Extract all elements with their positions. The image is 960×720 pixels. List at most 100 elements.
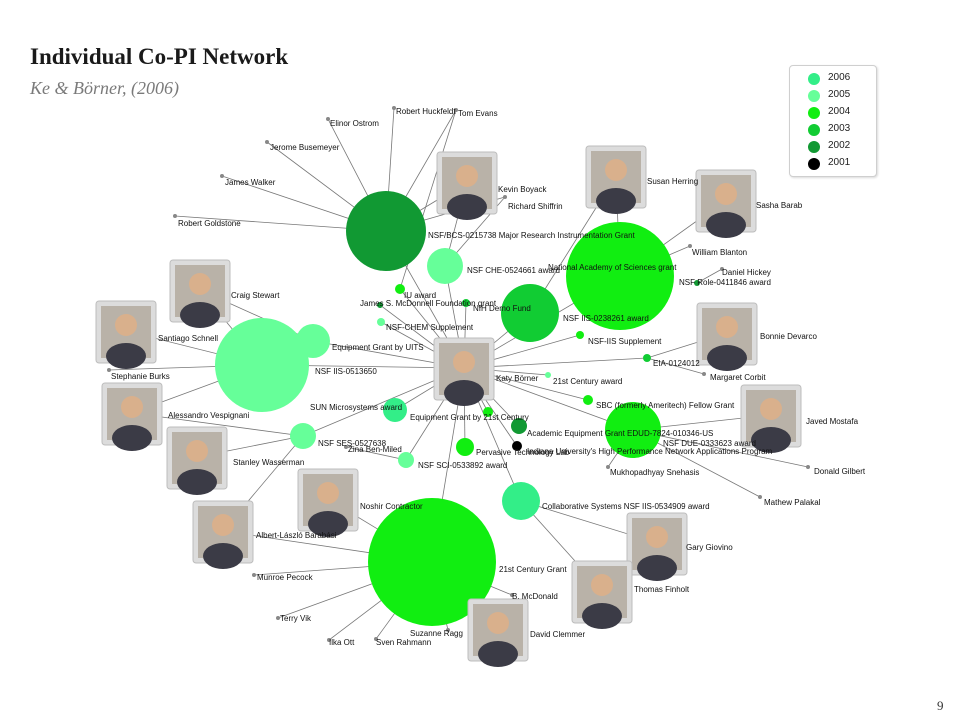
network-edge (632, 429, 809, 468)
person-photo-craig-stewart[interactable] (169, 259, 231, 328)
person-node-terry-vik[interactable] (276, 616, 280, 620)
grant-node-nsf-sci-0533892-award[interactable] (398, 452, 414, 468)
person-photo-albert-l-szl-barab-si[interactable] (192, 500, 254, 569)
grant-node-indiana-university-s-high-performance-network-applications-program[interactable] (512, 441, 522, 451)
grant-node-nsf-iis-0238261-award[interactable] (501, 284, 559, 342)
person-label: Margaret Corbit (710, 373, 766, 382)
legend-label: 2002 (828, 140, 851, 151)
grant-node-nsf-bcs-0215738-major-research-instrumentation-grant[interactable] (346, 191, 426, 271)
person-photo-thomas-finholt[interactable] (571, 560, 633, 629)
grant-label: Equipment Grant by UITS (332, 343, 424, 352)
grant-label: NIH Demo Fund (473, 304, 531, 313)
person-photo-stanley-wasserman[interactable] (166, 426, 228, 495)
person-node-donald-gilbert[interactable] (806, 465, 810, 469)
person-node-zina-ben-miled[interactable] (344, 445, 348, 449)
person-label: Terry Vik (280, 614, 312, 623)
grant-node-nsf-due-0333623-award[interactable] (605, 402, 661, 458)
legend-dot-icon (808, 158, 820, 170)
grant-label: NSF IIS-0513650 (315, 367, 377, 376)
person-node-b-mcdonald[interactable] (510, 593, 514, 597)
person-label: Kevin Boyack (498, 185, 547, 194)
grant-node-pervasive-technology-lab[interactable] (456, 438, 474, 456)
grant-label: Indiana University's High Performance Ne… (527, 447, 773, 456)
person-photo-david-clemmer[interactable] (467, 598, 529, 667)
person-photo-javed-mostafa[interactable] (740, 384, 802, 453)
person-label: Santiago Schnell (158, 334, 218, 343)
person-node-robert-goldstone[interactable] (173, 214, 177, 218)
grant-node-iu-award[interactable] (395, 284, 405, 294)
grant-label: NSF SCI-0533892 award (418, 461, 507, 470)
grant-node-eia-0124012[interactable] (643, 354, 651, 362)
legend-dot-icon (808, 73, 820, 85)
person-photo-alessandro-vespignani[interactable] (101, 382, 163, 451)
person-photo-katy-b-rner[interactable] (433, 337, 495, 406)
person-node-jerome-busemeyer[interactable] (265, 140, 269, 144)
grant-node-collaborative-systems-nsf-iis-0534909-award[interactable] (502, 482, 540, 520)
grant-node-nsf-ses-0527638[interactable] (290, 423, 316, 449)
person-label: Javed Mostafa (806, 417, 859, 426)
grant-node-nsf-iis-supplement[interactable] (576, 331, 584, 339)
grant-node-james-s-mcdonnell-foundation-grant[interactable] (377, 302, 383, 308)
person-label: Jerome Busemeyer (270, 143, 340, 152)
person-photo-bonnie-devarco[interactable] (696, 302, 758, 371)
grant-node-national-academy-of-sciences-grant[interactable] (566, 222, 674, 330)
person-label: Robert Huckfeldt (396, 107, 456, 116)
grant-node-nsf-chem-supplement[interactable] (377, 318, 385, 326)
grant-node-nih-demo-fund[interactable] (462, 299, 470, 307)
grant-label: NSF/BCS-0215738 Major Research Instrumen… (428, 231, 636, 240)
legend-dot-icon (808, 90, 820, 102)
person-node-mukhopadhyay-snehasis[interactable] (606, 465, 610, 469)
person-label: Donald Gilbert (814, 467, 866, 476)
legend-dot-icon (808, 141, 820, 153)
grant-label: National Academy of Sciences grant (548, 263, 677, 272)
legend-label: 2006 (828, 72, 851, 83)
person-node-elinor-ostrom[interactable] (326, 117, 330, 121)
grant-node-nsf-iis-0513650[interactable] (215, 318, 309, 412)
grant-node-nsf-role-0411846-award[interactable] (694, 280, 700, 286)
legend-label: 2005 (828, 89, 851, 100)
grant-node-21st-century-award[interactable] (545, 372, 551, 378)
grant-node-academic-equipment-grant-edud-7824-010346-us[interactable] (511, 418, 527, 434)
page-subtitle: Ke & Börner, (2006) (30, 78, 179, 98)
person-node-stephanie-burks[interactable] (107, 368, 111, 372)
grant-label: NSF CHE-0524661 award (467, 266, 560, 275)
person-node-richard-shiffrin[interactable] (503, 195, 507, 199)
person-node-suzanne-ragg[interactable] (446, 628, 450, 632)
person-node-mathew-palakal[interactable] (758, 495, 762, 499)
person-photo-noshir-contractor[interactable] (297, 468, 359, 537)
person-node-munroe-pecock[interactable] (252, 573, 256, 577)
grant-node-sbc-formerly-ameritech-fellow-grant[interactable] (583, 395, 593, 405)
person-node-sven-rahmann[interactable] (374, 637, 378, 641)
grant-node-sun-microsystems-award[interactable] (383, 398, 407, 422)
person-node-william-blanton[interactable] (688, 244, 692, 248)
person-node-robert-huckfeldt[interactable] (392, 106, 396, 110)
person-photo-gary-giovino[interactable] (626, 512, 688, 581)
grant-node-nsf-che-0524661-award[interactable] (427, 248, 463, 284)
person-node-margaret-corbit[interactable] (702, 372, 706, 376)
legend-label: 2001 (828, 157, 851, 168)
person-label: Craig Stewart (231, 291, 280, 300)
grant-node-equipment-grant-by-21st-century[interactable] (483, 407, 493, 417)
person-node-tom-evans[interactable] (454, 108, 458, 112)
legend-dot-icon (808, 124, 820, 136)
person-label: Alessandro Vespignani (168, 411, 250, 420)
person-photo-santiago-schnell[interactable] (95, 300, 157, 369)
grant-node-21st-century-grant[interactable] (368, 498, 496, 626)
grant-label: SBC (formerly Ameritech) Fellow Grant (596, 401, 735, 410)
grant-label: NSF-IIS Supplement (588, 337, 662, 346)
person-node-james-walker[interactable] (220, 174, 224, 178)
page-number: 9 (937, 698, 944, 713)
person-label: Tom Evans (458, 109, 498, 118)
legend-dot-icon (808, 107, 820, 119)
person-node-daniel-hickey[interactable] (720, 267, 724, 271)
person-node-ilka-ott[interactable] (327, 638, 331, 642)
person-photo-kevin-boyack[interactable] (436, 151, 498, 220)
person-photo-sasha-barab[interactable] (695, 169, 757, 238)
person-label: Katy Börner (496, 374, 539, 383)
person-label: Albert-László Barabási (256, 531, 337, 540)
network-edge (696, 268, 723, 284)
person-label: Sven Rahmann (376, 638, 431, 647)
grant-label: IU award (404, 291, 436, 300)
person-photo-susan-herring[interactable] (585, 145, 647, 214)
